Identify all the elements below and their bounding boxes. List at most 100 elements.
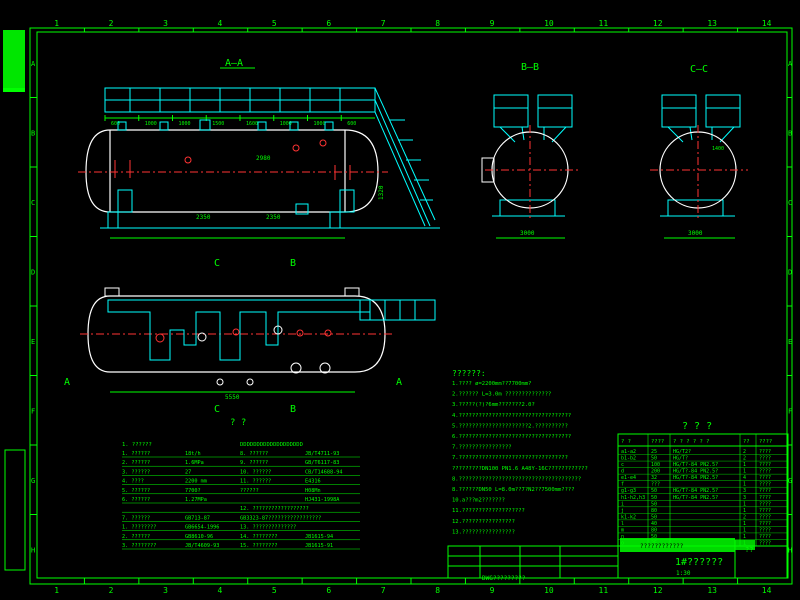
spec-row-value: 27 <box>185 469 191 475</box>
spec-row-label: 3. ?????? <box>122 469 150 475</box>
tank-body-plan <box>87 295 386 373</box>
drawing-scale: 1:30 <box>676 570 691 577</box>
border-right-letter: E <box>788 338 792 346</box>
top-seg-dim: 1600 <box>246 121 258 127</box>
nozzle-table-cell: 50 <box>651 488 657 494</box>
nozzle-table-cell: 25 <box>651 449 657 455</box>
nozzle-table-cell: 2 <box>743 456 746 462</box>
border-right-letter: B <box>788 129 792 137</box>
nozzle-table-cell: 50 <box>651 534 657 540</box>
view-plan: C B C B A A 5550 ? ? <box>64 258 436 428</box>
top-seg-dim: 1000 <box>179 121 191 127</box>
border-ticks <box>30 28 792 584</box>
nozzle-table-header: ???? <box>759 439 772 445</box>
border-top-number: 6 <box>326 19 331 28</box>
border-bottom-number: 14 <box>762 586 772 595</box>
spec-row-label: ?????? <box>240 488 259 494</box>
nozzle-table-cell: g1-g3 <box>621 488 636 494</box>
nozzle-table-cell: HG/T?-84 PN2.5? <box>673 475 718 481</box>
spec-row-value: JB1615-91 <box>305 543 333 549</box>
bottom-dwg-label: DWG????????? <box>482 575 526 582</box>
nozzle-table-cell: ???? <box>759 456 771 462</box>
border-top-number: 5 <box>272 19 277 28</box>
spec-row-value: GB6654-1996 <box>185 525 219 531</box>
spec-table-left: 1. ?????? 1. ??????18t/h2. ??????1.6MPa3… <box>122 442 240 550</box>
spec-row-label: 7. ?????? <box>122 515 150 521</box>
nozzle-table-cell: HG/T2? <box>673 449 691 455</box>
spec-row-value: JB/T4609-93 <box>185 543 219 549</box>
nozzle-table-cell: j <box>621 508 624 514</box>
spec-row-label: 12. ?????????????????? <box>240 506 309 512</box>
inner-frame <box>36 31 788 579</box>
nozzle-table-cell: d <box>621 469 624 475</box>
nozzle-table-cell: 100 <box>651 462 660 468</box>
note-line: ?????????DN100 PN1.6 A48Y-16C???????????… <box>452 466 588 472</box>
border-bottom-number: 12 <box>653 586 663 595</box>
nozzle-table-cell: 200 <box>651 469 660 475</box>
nozzle-table-cell: ???? <box>759 508 771 514</box>
nozzle-table-header: ? ? ? ? ? ? <box>673 439 709 445</box>
spec-row-label: 14. ???????? <box>240 534 277 540</box>
nozzle-table-cell: m <box>621 527 624 533</box>
top-seg-dim: 1000 <box>280 121 292 127</box>
spec-row-value: 2200 mm <box>185 479 207 485</box>
border-top-number: 10 <box>544 19 554 28</box>
spec-row-label: 2. ?????? <box>122 460 150 466</box>
nozzle-table-cell: 80 <box>651 508 657 514</box>
border-right-letter: C <box>788 199 792 207</box>
company-name: ???????????? <box>640 543 684 550</box>
nozzle-table-header: ???? <box>651 439 664 445</box>
top-seg-dim: 1000 <box>145 121 157 127</box>
border-bottom-number: 2 <box>109 586 114 595</box>
border-bottom-number: 5 <box>272 586 277 595</box>
border-bottom-number: 10 <box>544 586 554 595</box>
spec-row-value: H08Mn <box>305 488 321 494</box>
title-block: ???????????? 1#?????? 1:30 ?? <box>447 538 789 579</box>
border-left-letter: B <box>31 129 35 137</box>
nozzle-table-cell: 1 <box>743 534 746 540</box>
spec-row-label: 1. ???????? <box>122 525 156 531</box>
nozzle-table-cell: 3 <box>743 495 746 501</box>
note-line: 10.a???m2??????? <box>452 498 505 504</box>
border-top-number: 2 <box>109 19 114 28</box>
nozzle-table-cell: b1-b2 <box>621 456 636 462</box>
border-top-number: 3 <box>163 19 168 28</box>
dim-2350-a: 2350 <box>196 214 211 221</box>
border-left-letter: G <box>31 477 35 485</box>
nozzle-table-cell: c <box>621 462 624 468</box>
nozzle-table-cell: 50 <box>651 495 657 501</box>
spec-row-label: 1. ?????? <box>122 451 150 457</box>
nozzle-table-cell: HG/T? <box>673 456 688 462</box>
border-right-letter: H <box>788 546 792 554</box>
spec-row-label: 8. ?????? <box>240 451 268 457</box>
note-line: 13.???????????????? <box>452 529 515 535</box>
platform-railing <box>104 87 436 227</box>
border-right-letter: G <box>788 477 792 485</box>
nozzle-table-cell: 50 <box>651 514 657 520</box>
bb-manhole <box>481 157 495 183</box>
top-seg-dim: 600 <box>347 121 356 127</box>
plan-label-a-right: A <box>396 377 402 388</box>
nozzle-table-cell: 1 <box>743 482 746 488</box>
nozzle-table-cell: l <box>621 521 624 527</box>
plan-label-c-bot: C <box>214 404 220 415</box>
spec-row-value: 1.6MPa <box>185 460 204 466</box>
spec-row-value: 1.27MPa <box>185 497 207 503</box>
spec-row-value: E4316 <box>305 479 321 485</box>
spec-row-label: 4. ???? <box>122 479 144 485</box>
border-bottom-number: 9 <box>490 586 495 595</box>
note-line: 7.????????????????????????????????? <box>452 455 568 461</box>
border-bottom-number: 6 <box>326 586 331 595</box>
spec-row-value: JB1615-94 <box>305 534 333 540</box>
plan-red-markers <box>155 328 332 343</box>
nozzle-table-cell: ???? <box>759 475 771 481</box>
note-line: 1.???? ø=2200mm??7700mm? <box>452 381 531 387</box>
note-line: 7.???????????????? <box>452 445 512 451</box>
view-cc-label: C—C <box>690 64 708 75</box>
nozzle-table-cell: ???? <box>759 527 771 533</box>
spec-left-header: 1. ?????? <box>122 442 152 448</box>
border-bottom-number: 1 <box>54 586 59 595</box>
